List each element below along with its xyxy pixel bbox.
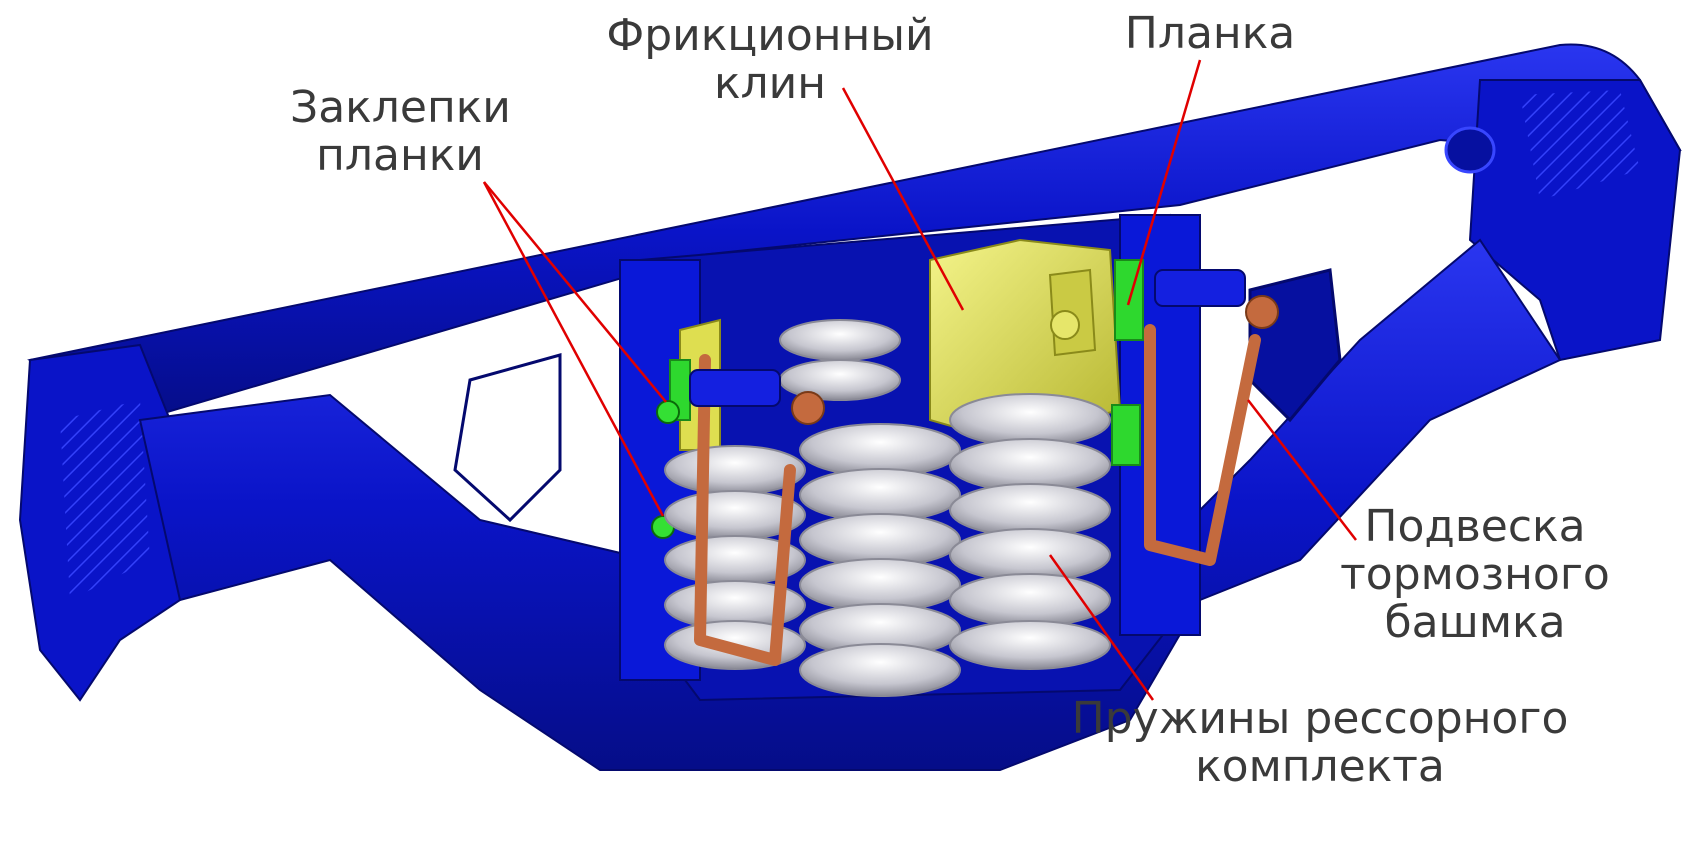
frame-top-chord bbox=[27, 43, 1682, 422]
label-plank-rivets-line2: планки bbox=[316, 130, 484, 181]
rivet-upper bbox=[656, 400, 680, 424]
label-plank-line1: Планка bbox=[1124, 8, 1296, 59]
spring-middle bbox=[799, 423, 961, 697]
hanger-right bbox=[1144, 324, 1261, 566]
hanger-left bbox=[694, 354, 796, 666]
spring-right bbox=[949, 393, 1111, 670]
label-friction-wedge-line1: Фрикционный bbox=[606, 10, 934, 61]
leader-springs bbox=[1048, 554, 1155, 701]
label-plank: Планка bbox=[1110, 10, 1310, 58]
label-friction-wedge-line2: клин bbox=[713, 58, 827, 109]
brake-shoe-hangers bbox=[694, 324, 1261, 666]
label-spring-set-line2: комплекта bbox=[1195, 741, 1445, 792]
leader-rivets-2 bbox=[482, 181, 665, 517]
leader-rivets-1 bbox=[483, 181, 667, 403]
plank-rivets bbox=[651, 400, 680, 539]
frame-left-hatch bbox=[60, 400, 150, 600]
leader-lines bbox=[482, 59, 1357, 701]
label-plank-rivets: Заклепки планки bbox=[290, 82, 511, 181]
frame-left-window bbox=[453, 353, 562, 523]
leader-plank bbox=[1126, 59, 1202, 306]
label-plank-rivets-line1: Заклепки bbox=[290, 82, 511, 133]
label-brake-shoe-hanger: Подвеска тормозного башмка bbox=[1330, 503, 1620, 647]
label-spring-set-line1: Пружины рессорного bbox=[1071, 693, 1569, 744]
leader-wedge bbox=[841, 87, 965, 311]
label-brake-shoe-hanger-line1: Подвеска bbox=[1364, 501, 1586, 552]
label-friction-wedge: Фрикционный клин bbox=[600, 12, 940, 108]
hanger-pins bbox=[689, 269, 1279, 425]
frame-boss bbox=[1444, 126, 1496, 174]
label-spring-set: Пружины рессорного комплекта bbox=[1070, 695, 1570, 791]
leader-hanger bbox=[1247, 399, 1357, 541]
label-brake-shoe-hanger-line2: тормозного bbox=[1340, 549, 1610, 600]
frame-right-hatch bbox=[1520, 90, 1640, 200]
spring-back-left bbox=[779, 319, 901, 401]
label-brake-shoe-hanger-line3: башмка bbox=[1384, 597, 1566, 648]
